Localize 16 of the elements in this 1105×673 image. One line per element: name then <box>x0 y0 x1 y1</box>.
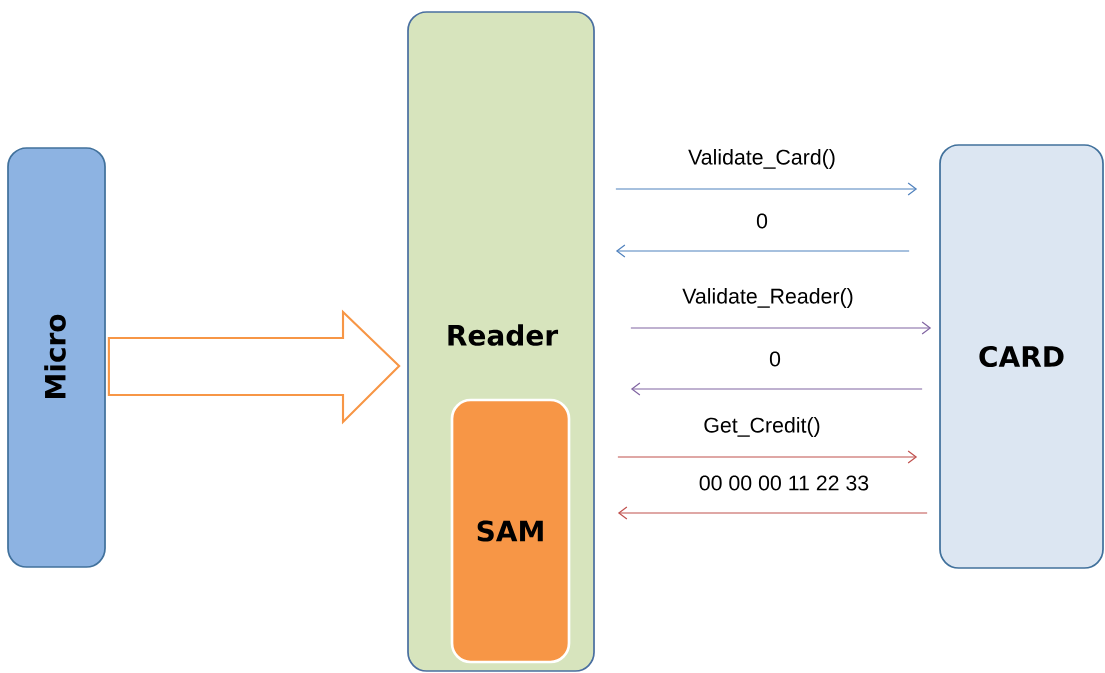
arrow <box>617 450 918 464</box>
arrow <box>630 321 932 335</box>
edge-label: 0 <box>769 351 781 367</box>
edge-label: Validate_Reader() <box>682 288 853 308</box>
edge-label: Validate_Card() <box>688 149 835 169</box>
edge-label: 0 <box>756 213 768 229</box>
edge-label: 00 00 00 11 22 33 <box>699 475 869 491</box>
arrow <box>630 382 923 396</box>
micro-box: Micro <box>7 147 106 568</box>
edge-label: Get_Credit() <box>704 417 820 437</box>
arrow <box>615 244 910 258</box>
arrow <box>617 506 928 520</box>
card-box: CARD <box>939 144 1104 569</box>
block-arrow <box>107 309 401 425</box>
arrow <box>615 182 918 196</box>
sam-box: SAM <box>450 398 571 664</box>
